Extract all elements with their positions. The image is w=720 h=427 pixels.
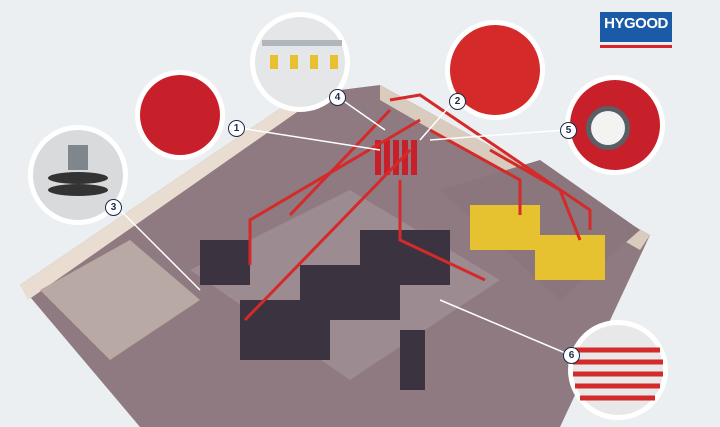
- building-outer-wall: [20, 95, 300, 300]
- callout-badge-2: 2: [449, 93, 466, 110]
- callout-circle-3: [28, 125, 128, 225]
- logo-text: HYGOOD: [604, 15, 668, 32]
- callout-circle-1: [135, 70, 225, 160]
- callout-badge-1: 1: [228, 120, 245, 137]
- logo-underline: [600, 45, 672, 48]
- callout-circle-6: [568, 320, 668, 420]
- hygood-logo: HYGOOD: [600, 12, 672, 48]
- callout-circle-2: [445, 20, 545, 120]
- server-racks: [200, 230, 450, 390]
- office-floor: [40, 240, 200, 360]
- generators: [470, 205, 605, 280]
- callout-badge-6: 6: [563, 347, 580, 364]
- callout-badge-5: 5: [560, 122, 577, 139]
- callout-badge-3: 3: [105, 199, 122, 216]
- callout-circle-4: [250, 12, 350, 112]
- cylinder-bank: [375, 140, 417, 175]
- callout-circle-5: [565, 75, 665, 175]
- callout-badge-4: 4: [329, 89, 346, 106]
- suppression-piping: [243, 93, 592, 322]
